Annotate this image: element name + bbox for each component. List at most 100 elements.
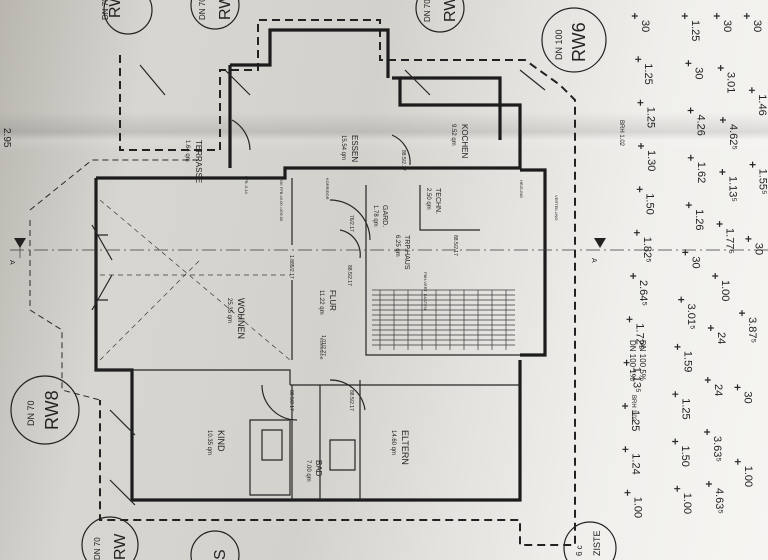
room-area: 11.22 qm — [318, 290, 324, 315]
pipe-label: DN 100 1% — [628, 340, 637, 381]
dimension-tick — [624, 489, 631, 496]
corridor-label: KORRIDOR — [325, 178, 330, 200]
dimension-tick — [685, 202, 692, 209]
cistern-sub: 6 c — [575, 545, 584, 556]
elevation-value: 3.01⁵ — [685, 304, 697, 330]
rainwater-marker: RW6 DN 100 — [541, 7, 607, 73]
dimension-tick — [713, 13, 720, 19]
dimension-tick — [734, 384, 741, 391]
elevation-value: 1.00 — [632, 497, 644, 518]
door-label: 88.5/2.17 — [452, 235, 458, 256]
elevation-value: 1.13⁵ — [726, 176, 738, 202]
room-labels: TERRASSE 1.64 qm ESSEN 15.54 qm KOCHEN 9… — [184, 124, 469, 482]
section-a-label: A — [8, 260, 15, 265]
elevation-value: 1.50 — [644, 193, 656, 214]
room-name: WOHNEN — [236, 298, 246, 339]
door-label: 88.5/2.17 — [400, 150, 406, 171]
wall-east-stair — [520, 168, 547, 357]
room-name: FLUR — [328, 290, 337, 311]
dimension-tick — [685, 60, 692, 67]
shower — [329, 439, 356, 471]
elevation-value: 1.82⁵ — [641, 237, 653, 263]
dimension-label: 2.95 — [1, 128, 12, 148]
elevation-value: 1.72⁵ — [634, 323, 646, 349]
heating-label: HEIZUNG — [519, 180, 524, 198]
sill-label: BRH 1.02 — [618, 120, 624, 147]
rw-id: RW6 — [569, 22, 589, 62]
rainwater-marker: RW7 DN 70 — [415, 0, 465, 33]
door-swing — [231, 119, 251, 151]
roof-outline — [99, 19, 576, 546]
door-label: 88.5/2.17 — [348, 390, 354, 411]
rw-dn: DN 70 — [26, 400, 36, 426]
rainwater-marker: S — [190, 530, 240, 560]
room-area: 1.64 qm — [184, 140, 190, 162]
door-label: 88.5/2.17 — [346, 265, 352, 286]
section-line-a — [10, 244, 768, 258]
door-swing — [391, 134, 411, 166]
room-name: BAD — [314, 460, 323, 477]
door-label: 76/2.17 — [348, 215, 354, 232]
elevation-value: 30 — [721, 20, 733, 32]
rw-dn: DN 70 — [198, 0, 207, 20]
dimension-tick — [687, 154, 694, 161]
dimension-tick — [712, 273, 719, 279]
elevation-value: 1.00 — [719, 280, 731, 301]
room-area: 7.00 qm — [305, 460, 311, 482]
room-name: KOCHEN — [460, 124, 469, 158]
elevation-value: 1.62 — [695, 162, 707, 183]
elevation-value: 1.30 — [645, 150, 657, 171]
rw-id: RW5 — [107, 0, 124, 18]
elevation-value: 1.25 — [679, 398, 691, 419]
room-area: 25.35 qm — [226, 298, 232, 323]
distribution-label: VERTEILUNG — [554, 195, 559, 221]
elevation-value: 30 — [752, 243, 764, 255]
elevation-value: 30 — [692, 67, 704, 79]
elevation-value: 2.64⁵ — [637, 280, 649, 306]
rw-dn: DN 70 — [101, 0, 110, 20]
wall-wohnen-south — [96, 369, 291, 385]
dimension-tick — [749, 161, 756, 168]
level-label: FFB -0.14 — [244, 176, 249, 195]
dimension-tick — [717, 65, 724, 71]
door-swing — [261, 384, 298, 421]
bay-outline — [29, 220, 101, 401]
wall-south — [255, 360, 522, 502]
room-area: 9.52 qm — [450, 124, 456, 146]
door-swing — [339, 229, 361, 259]
door-swing — [329, 379, 366, 411]
wall-west — [94, 178, 255, 502]
rw-id: RW8 — [42, 390, 62, 430]
room-area: 14.60 qm — [390, 430, 396, 455]
dimension-tick — [637, 99, 644, 106]
elevation-value: 1.24 — [629, 453, 641, 474]
door-swing — [329, 199, 371, 241]
elevation-value: 1.25 — [629, 410, 641, 431]
wall-techn — [419, 185, 480, 231]
drain-arrow — [109, 64, 546, 506]
elevation-value: 4.63⁵ — [713, 488, 725, 514]
door-labels: 88.5/2.17 1.885/2.17 76/2.17 88.5/2.17 1… — [288, 150, 458, 411]
cistern-label: ZISTE — [592, 530, 602, 556]
room-name: ELTERN — [400, 430, 410, 465]
elevation-value: 3.63⁵ — [711, 436, 723, 462]
room-name: ESSEN — [350, 135, 359, 162]
dimension-tick — [623, 359, 630, 366]
dimension-tick — [707, 325, 714, 331]
room-area: 10.35 qm — [206, 430, 212, 455]
elevation-value: 30 — [689, 256, 701, 268]
dimension-tick — [622, 446, 629, 453]
room-name: TRP.HAUS — [403, 235, 410, 270]
window-sash — [91, 224, 113, 311]
elevation-value: 1.77⁵ — [724, 228, 736, 254]
wall-kitchen — [230, 28, 390, 78]
dimension-tick — [739, 310, 745, 317]
rw-id: RW — [112, 533, 129, 560]
elevation-value: 3.87⁵ — [746, 317, 758, 343]
rainwater-marker: ZISTE 6 c — [563, 521, 617, 560]
fbh-label: FBH-VERT. KASTEN — [423, 272, 428, 310]
dimension-tick — [626, 316, 633, 323]
dimension-tick — [638, 143, 644, 149]
rainwater-marker: RW2 DN 70 — [190, 0, 240, 30]
